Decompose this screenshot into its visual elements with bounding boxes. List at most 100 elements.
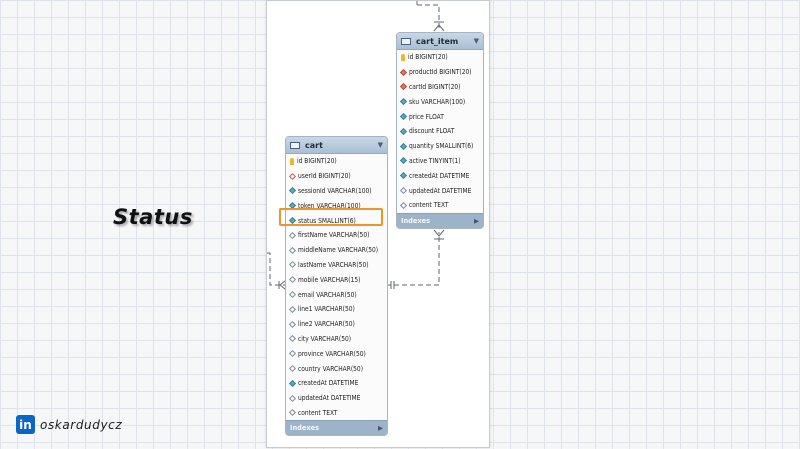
nullable-column-icon [399,201,408,209]
column-row[interactable]: productId BIGINT(20) [397,65,483,80]
not-null-column-icon [399,157,408,165]
column-row[interactable]: quantity SMALLINT(6) [397,139,483,154]
fk-column-icon [399,68,408,76]
column-label: id BIGINT(20) [297,157,337,166]
column-row[interactable]: line2 VARCHAR(50) [286,317,387,332]
column-row[interactable]: token VARCHAR(100) [286,198,387,213]
column-label: middleName VARCHAR(50) [298,246,379,255]
nullable-column-icon [399,187,408,195]
column-row[interactable]: content TEXT [286,406,387,421]
primary-key-icon [401,53,405,61]
status-column-highlight [279,208,383,226]
nullable-column-icon [288,305,297,313]
column-label: mobile VARCHAR(15) [298,275,361,284]
slide-heading: Status [113,205,193,229]
table-header[interactable]: cart_item ▼ [397,33,483,50]
relationship-lines [267,1,445,290]
not-null-column-icon [288,379,297,387]
column-row[interactable]: content TEXT [397,198,483,213]
column-list: id BIGINT(20)productId BIGINT(20)cartId … [397,50,483,213]
column-label: status SMALLINT(6) [298,216,356,225]
table-icon [401,37,411,45]
indexes-footer[interactable]: Indexes ▶ [397,212,483,228]
column-row[interactable]: mobile VARCHAR(15) [286,272,387,287]
column-row[interactable]: status SMALLINT(6) [286,213,387,228]
column-label: firstName VARCHAR(50) [298,231,370,240]
column-label: sessionId VARCHAR(100) [298,186,372,195]
column-row[interactable]: updatedAt DATETIME [397,183,483,198]
column-row[interactable]: updatedAt DATETIME [286,391,387,406]
collapse-icon[interactable]: ▼ [473,37,479,45]
nullable-column-icon [288,291,297,299]
column-row[interactable]: createdAt DATETIME [397,168,483,183]
column-label: userId BIGINT(20) [298,172,351,181]
column-row[interactable]: id BIGINT(20) [397,50,483,65]
author-name: oskardudycz [40,417,123,432]
column-label: quantity SMALLINT(6) [409,142,474,151]
table-name: cart_item [416,36,459,46]
column-row[interactable]: province VARCHAR(50) [286,346,387,361]
table-name: cart [305,140,323,150]
column-row[interactable]: country VARCHAR(50) [286,361,387,376]
column-row[interactable]: id BIGINT(20) [286,154,387,169]
crowfoot-mark [279,280,286,290]
column-label: createdAt DATETIME [409,171,470,180]
crowfoot-mark [433,229,445,237]
not-null-column-icon [288,187,297,195]
nullable-column-icon [288,320,297,328]
collapse-icon[interactable]: ▼ [377,141,383,149]
column-row[interactable]: discount FLOAT [397,124,483,139]
column-label: province VARCHAR(50) [298,349,366,358]
indexes-label: Indexes [290,424,319,433]
nullable-column-icon [288,350,297,358]
nullable-column-icon [288,409,297,417]
nullable-column-icon [288,261,297,269]
column-row[interactable]: sku VARCHAR(100) [397,94,483,109]
nullable-column-icon [288,394,297,402]
column-label: discount FLOAT [409,127,455,136]
column-row[interactable]: email VARCHAR(50) [286,287,387,302]
primary-key-icon [290,157,294,165]
table-header[interactable]: cart ▼ [286,137,387,154]
nullable-column-icon [288,231,297,239]
indexes-footer[interactable]: Indexes ▶ [286,420,387,436]
column-row[interactable]: city VARCHAR(50) [286,332,387,347]
column-label: email VARCHAR(50) [298,290,357,299]
expand-arrow-icon[interactable]: ▶ [474,216,479,225]
column-row[interactable]: price FLOAT [397,109,483,124]
fk-column-icon [399,83,408,91]
table-cart-item[interactable]: cart_item ▼ id BIGINT(20)productId BIGIN… [396,32,484,229]
column-row[interactable]: cartId BIGINT(20) [397,80,483,95]
column-label: country VARCHAR(50) [298,364,364,373]
not-null-column-icon [399,127,408,135]
column-row[interactable]: userId BIGINT(20) [286,169,387,184]
column-row[interactable]: createdAt DATETIME [286,376,387,391]
table-icon [290,141,300,149]
column-row[interactable]: lastName VARCHAR(50) [286,258,387,273]
column-row[interactable]: active TINYINT(1) [397,154,483,169]
column-row[interactable]: sessionId VARCHAR(100) [286,184,387,199]
relationship-line [386,232,440,286]
not-null-column-icon [399,113,408,121]
not-null-column-icon [399,142,408,150]
nullable-column-icon [288,365,297,373]
column-label: price FLOAT [409,112,444,121]
nullable-column-icon [288,246,297,254]
column-list: id BIGINT(20) userId BIGINT(20) sessionId … [286,154,387,420]
nullable-column-icon [288,276,297,284]
table-cart[interactable]: cart ▼ id BIGINT(20) userId BIGINT(20) ses… [285,136,388,437]
column-label: createdAt DATETIME [298,379,359,388]
column-label: updatedAt DATETIME [409,186,472,195]
column-label: token VARCHAR(100) [298,201,361,210]
column-row[interactable]: firstName VARCHAR(50) [286,228,387,243]
column-row[interactable]: line1 VARCHAR(50) [286,302,387,317]
nullable-column-icon [288,335,297,343]
column-label: updatedAt DATETIME [298,394,361,403]
column-label: lastName VARCHAR(50) [298,260,369,269]
crowfoot-mark [433,24,445,32]
column-label: line2 VARCHAR(50) [298,320,355,329]
expand-arrow-icon[interactable]: ▶ [378,424,383,433]
column-row[interactable]: middleName VARCHAR(50) [286,243,387,258]
column-label: city VARCHAR(50) [298,334,352,343]
diagram-canvas: cart ▼ id BIGINT(20) userId BIGINT(20) ses… [266,0,490,448]
